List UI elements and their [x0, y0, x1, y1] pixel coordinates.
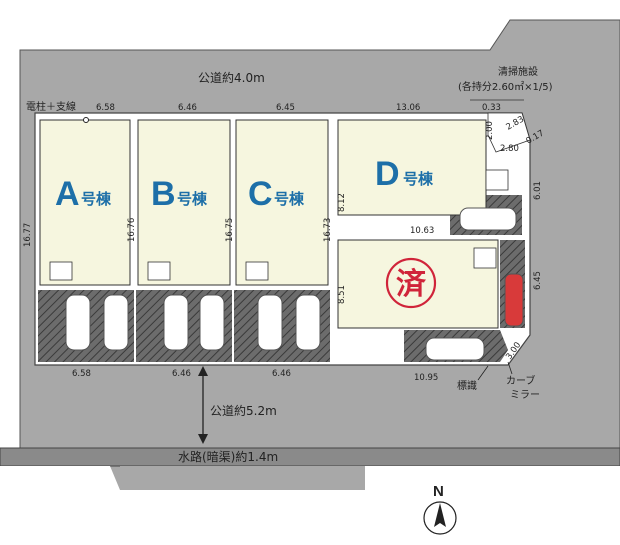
svg-text:6.46: 6.46	[178, 103, 197, 113]
lot-c-letter: C	[248, 175, 273, 213]
sold-mark: 済	[396, 267, 427, 302]
waterway-strip	[0, 447, 620, 467]
svg-text:2.80: 2.80	[500, 144, 519, 154]
waterway-label: 水路(暗渠)約1.4m	[178, 449, 278, 464]
parked-cars	[65, 207, 524, 361]
svg-text:6.46: 6.46	[272, 369, 291, 379]
utility-pole-label: 電柱＋支線	[26, 100, 76, 113]
lot-sold	[337, 239, 499, 329]
sign-label: 標識	[457, 379, 477, 392]
svg-text:6.45: 6.45	[533, 271, 543, 290]
svg-text:8.51: 8.51	[337, 285, 347, 304]
road-width-arrow	[198, 366, 208, 444]
lot-a-letter: A	[55, 175, 80, 213]
cleaning-label-2: (各持分2.60㎡×1/5)	[458, 80, 553, 93]
lots	[39, 119, 499, 329]
lot-d-letter: D	[375, 155, 400, 193]
svg-text:13.06: 13.06	[396, 103, 420, 113]
svg-text:10.63: 10.63	[410, 226, 434, 236]
lower-area	[0, 466, 620, 545]
svg-text:8.12: 8.12	[337, 193, 347, 212]
svg-text:6.01: 6.01	[533, 181, 543, 200]
sold-stamp: 済	[385, 257, 437, 309]
lot-b-letter: B	[151, 175, 176, 213]
lot-d-suffix: 号棟	[403, 170, 434, 188]
svg-text:6.58: 6.58	[96, 103, 115, 113]
lot-c-suffix: 号棟	[274, 190, 305, 208]
lot-c	[235, 119, 329, 286]
south-road-label: 公道約5.2m	[210, 403, 277, 418]
cleaning-label-1: 清掃施設	[498, 65, 538, 78]
lot-d	[337, 119, 487, 216]
svg-text:6.46: 6.46	[172, 369, 191, 379]
svg-text:10.95: 10.95	[414, 373, 438, 383]
north-compass-icon: N	[423, 483, 457, 535]
svg-text:6.58: 6.58	[72, 369, 91, 379]
mirror-leader	[507, 361, 513, 375]
svg-text:0.33: 0.33	[482, 103, 501, 113]
svg-text:16.75: 16.75	[225, 218, 235, 242]
cleaning-facility	[470, 99, 531, 153]
svg-text:16.73: 16.73	[323, 218, 333, 242]
mirror-label-1: カーブ	[506, 374, 535, 387]
svg-text:2.00: 2.00	[485, 121, 495, 140]
svg-text:16.77: 16.77	[23, 223, 33, 247]
dimension-labels: 6.58 6.46 6.45 13.06 0.33 6.58 6.46 6.46…	[23, 103, 546, 383]
compass-label: N	[433, 483, 444, 500]
lot-a	[39, 119, 131, 286]
red-car	[504, 273, 524, 327]
mirror-label-2: ミラー	[510, 389, 540, 401]
svg-text:6.45: 6.45	[276, 103, 295, 113]
entrances	[49, 169, 509, 281]
lot-b	[137, 119, 231, 286]
lot-a-suffix: 号棟	[81, 190, 112, 208]
utility-pole-icon	[83, 117, 89, 123]
svg-text:16.76: 16.76	[127, 218, 137, 242]
lot-b-suffix: 号棟	[177, 190, 208, 208]
sign-leader	[477, 365, 489, 381]
north-road-label: 公道約4.0m	[198, 70, 265, 85]
